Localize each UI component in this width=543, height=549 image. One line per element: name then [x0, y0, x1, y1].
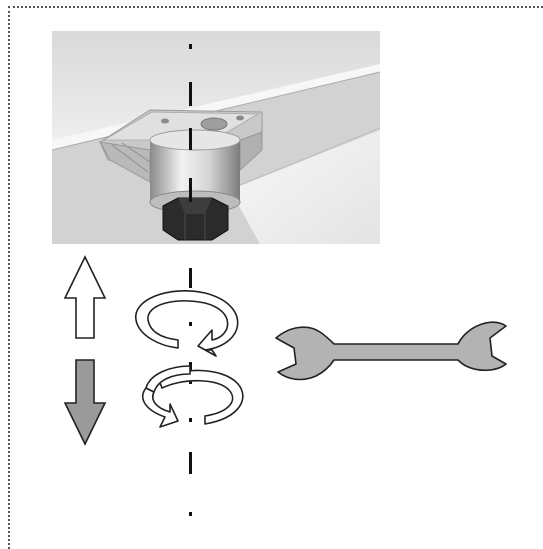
axis-dash [189, 268, 192, 288]
wrench-icon [275, 321, 507, 381]
dotted-frame-left-border [8, 6, 10, 549]
floor-edge-line [239, 127, 381, 186]
plate-bolt-hole [200, 117, 228, 131]
floor-surface [230, 130, 380, 244]
foot-cylinder-top [149, 129, 241, 151]
axis-dash [189, 128, 192, 150]
arrow-up-icon [63, 255, 107, 339]
axis-dot [189, 44, 192, 49]
gusset-line [111, 144, 149, 173]
gusset-line [121, 142, 151, 163]
hex-nut-top-face [178, 198, 212, 214]
rotate-clockwise-icon [141, 365, 244, 428]
axis-dot [189, 512, 192, 516]
axis-dash [189, 452, 192, 474]
plate-screw-hole [236, 115, 244, 121]
arrow-down-icon [63, 359, 107, 446]
axis-dash [189, 178, 192, 202]
axis-dot [189, 418, 192, 422]
appliance-underside-panel [52, 31, 380, 145]
dotted-frame-top-border [8, 6, 543, 8]
axis-dash [189, 82, 192, 106]
plate-screw-hole [161, 118, 169, 124]
axis-dot [189, 322, 192, 326]
photo-foot-under-appliance [51, 31, 381, 244]
rotate-counterclockwise-icon [135, 290, 239, 357]
